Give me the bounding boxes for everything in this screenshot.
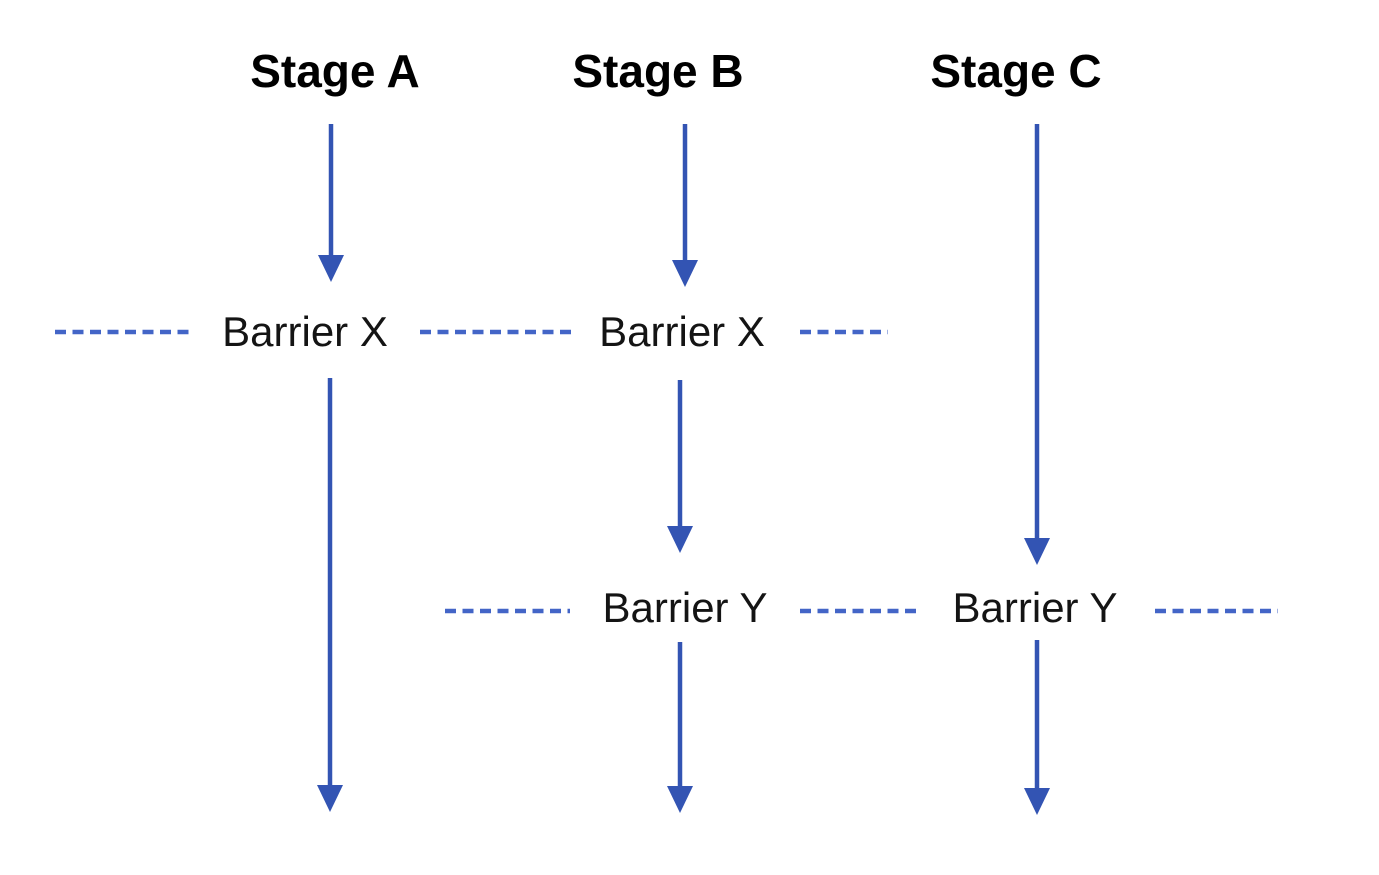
stage-c-title: Stage C — [930, 45, 1102, 97]
stage-c-flow — [1024, 124, 1050, 815]
stage-b-title: Stage B — [572, 45, 744, 97]
stage-b-arrow-2-head-icon — [667, 526, 693, 553]
stage-a-arrow-1-head-icon — [318, 255, 344, 282]
stage-b-arrow-1-head-icon — [672, 260, 698, 287]
stage-a-flow — [317, 124, 344, 812]
stage-c-arrow-1-head-icon — [1024, 538, 1050, 565]
barrier-y-label-stage-b: Barrier Y — [602, 584, 768, 631]
stage-b-flow — [667, 124, 698, 813]
stage-c-arrow-2-head-icon — [1024, 788, 1050, 815]
barrier-y-label-stage-c: Barrier Y — [952, 584, 1118, 631]
barrier-x-label-stage-b: Barrier X — [599, 308, 765, 355]
stage-b-arrow-3-head-icon — [667, 786, 693, 813]
stage-a-arrow-2-head-icon — [317, 785, 343, 812]
stage-a-title: Stage A — [250, 45, 420, 97]
barrier-x-label-stage-a: Barrier X — [222, 308, 388, 355]
